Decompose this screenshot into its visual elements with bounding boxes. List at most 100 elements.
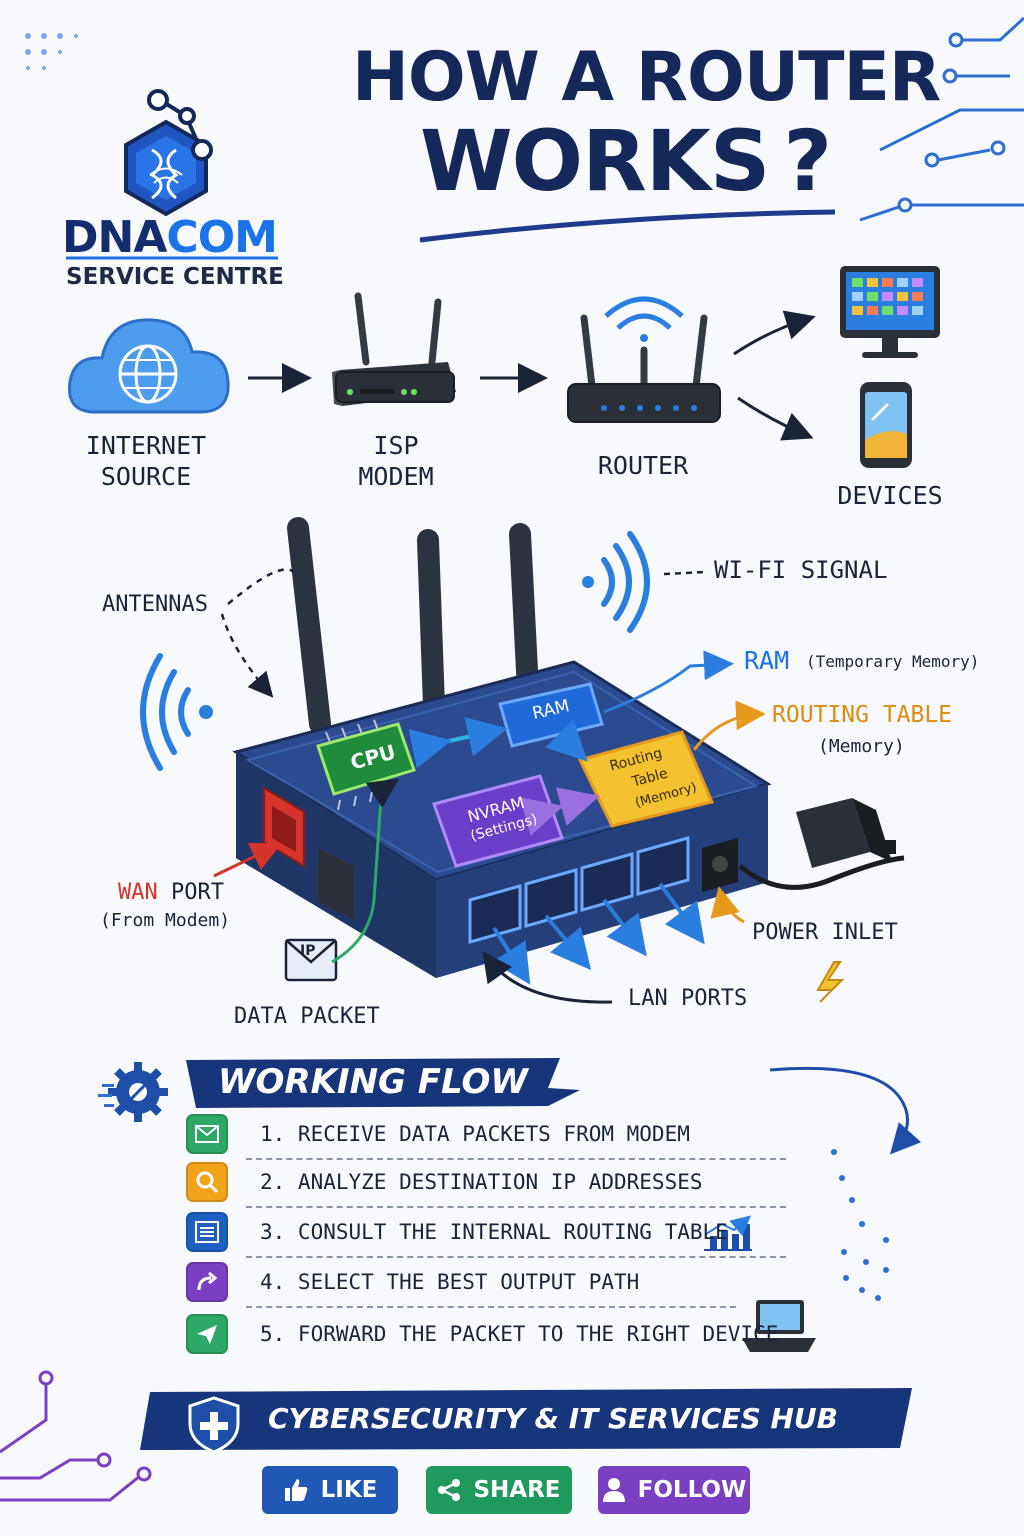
- flow-step: 3. CONSULT THE INTERNAL ROUTING TABLE: [186, 1212, 786, 1258]
- shield-plus-icon: [188, 1396, 240, 1454]
- power-arrow: [710, 886, 745, 924]
- brand-subtitle: SERVICE CENTRE: [66, 264, 284, 290]
- label-wifi-signal: WI-FI SIGNAL: [714, 556, 888, 584]
- label-wan-port: WAN PORT: [118, 880, 224, 905]
- label-data-packet: DATA PACKET: [234, 1004, 380, 1029]
- hub-banner: [140, 1388, 912, 1450]
- routing-table-chip: [577, 730, 715, 828]
- lightning-icon: [816, 961, 845, 1003]
- wifi-signal-icon: [582, 531, 650, 633]
- antenna-pointer-line: [227, 568, 295, 605]
- dnacom-logo-icon: [124, 89, 213, 217]
- flow-label-router: ROUTER: [597, 451, 689, 480]
- wifi-left-icon: [140, 653, 213, 771]
- thumbs-up-icon: [284, 1479, 307, 1501]
- route-arrow-icon: [186, 1262, 228, 1302]
- dot-grid-decoration: [25, 33, 78, 70]
- ram-pointer: [603, 650, 734, 714]
- label-wan-word: WAN: [118, 880, 158, 905]
- flow-label-modem: ISP MODEM: [358, 431, 434, 491]
- brand-name: DNACOM: [62, 212, 278, 263]
- envelope-icon: [186, 1114, 228, 1154]
- gear-icon: [108, 1062, 168, 1122]
- circuit-decoration-top: [859, 16, 1024, 222]
- flow-step: 1. RECEIVE DATA PACKETS FROM MODEM: [186, 1114, 786, 1160]
- flow-arrow-to-phone: [737, 396, 814, 441]
- lan-arrows: [491, 882, 705, 985]
- flow-step-text: 2. ANALYZE DESTINATION IP ADDRESSES: [260, 1170, 703, 1194]
- magnifier-icon: [186, 1162, 228, 1202]
- flow-step-divider: [246, 1206, 786, 1208]
- flow-step: 4. SELECT THE BEST OUTPUT PATH: [186, 1262, 786, 1308]
- flow-step-text: 4. SELECT THE BEST OUTPUT PATH: [260, 1270, 640, 1294]
- label-lan-ports: LAN PORTS: [628, 986, 748, 1011]
- power-inlet: [702, 838, 738, 892]
- label-ram: RAM: [744, 646, 790, 675]
- label-antennas: ANTENNAS: [102, 592, 208, 617]
- label-port-word: PORT: [171, 880, 224, 905]
- hub-banner-text: CYBERSECURITY & IT SERVICES HUB: [268, 1402, 839, 1435]
- packet-ip-tag: IP: [300, 943, 316, 959]
- user-icon: [602, 1478, 625, 1502]
- power-adapter-icon: [796, 798, 896, 868]
- flow-step-divider: [246, 1256, 786, 1258]
- page-title-word: WORKS: [420, 112, 770, 210]
- flow-label-devices: DEVICES: [837, 481, 943, 510]
- label-routing-table-note: (Memory): [818, 736, 905, 757]
- dots-decoration-right: [831, 1149, 889, 1301]
- ram-chip: [498, 682, 604, 748]
- flow-step-divider: [246, 1158, 786, 1160]
- flow-step-text: 3. CONSULT THE INTERNAL ROUTING TABLE: [260, 1220, 728, 1244]
- share-icon: [438, 1479, 461, 1501]
- share-label: SHARE: [473, 1477, 561, 1503]
- label-wan-note: (From Modem): [100, 910, 231, 931]
- working-flow-banner: [186, 1058, 580, 1108]
- flow-curve-arrow: [769, 1066, 922, 1155]
- send-icon: [186, 1314, 228, 1354]
- brand-name-part2: COM: [166, 212, 277, 263]
- flow-step-text: 5. FORWARD THE PACKET TO THE RIGHT DEVIC…: [260, 1322, 779, 1346]
- title-underline: [419, 209, 836, 243]
- monitor-icon: [840, 266, 940, 358]
- circuit-decoration-bottom: [0, 1370, 152, 1502]
- page-title-line-1: HOW A ROUTER: [352, 38, 941, 117]
- label-power-inlet: POWER INLET: [752, 920, 898, 945]
- router-icon: [567, 296, 721, 423]
- nvram-table-link: [519, 787, 600, 836]
- bar-chart-icon: [704, 1215, 752, 1251]
- like-button[interactable]: LIKE: [262, 1466, 398, 1514]
- follow-label: FOLLOW: [637, 1477, 747, 1503]
- working-flow-title: WORKING FLOW: [218, 1062, 528, 1102]
- label-routing-table: ROUTING TABLE: [772, 702, 953, 728]
- label-ram-note: (Temporary Memory): [806, 652, 980, 671]
- isp-modem-icon: [332, 292, 456, 406]
- speed-lines: [98, 1084, 114, 1107]
- share-button[interactable]: SHARE: [426, 1466, 572, 1514]
- laptop-icon: [742, 1300, 816, 1352]
- cpu-ram-link: [408, 717, 508, 769]
- flow-step: 2. ANALYZE DESTINATION IP ADDRESSES: [186, 1162, 786, 1208]
- internet-cloud-icon: [67, 318, 230, 414]
- like-label: LIKE: [320, 1477, 378, 1503]
- lan-ports: [468, 836, 690, 944]
- data-packet-envelope-icon: [284, 938, 338, 982]
- wifi-pointer: [663, 570, 707, 576]
- brand-name-part1: DNA: [62, 212, 167, 263]
- power-cable: [738, 855, 905, 890]
- wan-arrow: [213, 842, 282, 878]
- page-title-line-2: WORKS?: [420, 112, 832, 210]
- page-title-question-mark: ?: [783, 112, 832, 210]
- flow-step-text: 1. RECEIVE DATA PACKETS FROM MODEM: [260, 1122, 690, 1146]
- routing-table-pointer: [692, 700, 766, 751]
- flow-step: 5. FORWARD THE PACKET TO THE RIGHT DEVIC…: [186, 1314, 786, 1358]
- flow-step-divider: [246, 1306, 736, 1308]
- ram-table-link: [545, 719, 588, 762]
- packet-path: [331, 778, 399, 964]
- flow-arrow-to-monitor: [733, 310, 816, 356]
- router-antennas: [287, 517, 539, 735]
- list-icon: [186, 1212, 228, 1252]
- follow-button[interactable]: FOLLOW: [598, 1466, 750, 1514]
- smartphone-icon: [860, 382, 912, 468]
- side-port: [318, 848, 354, 920]
